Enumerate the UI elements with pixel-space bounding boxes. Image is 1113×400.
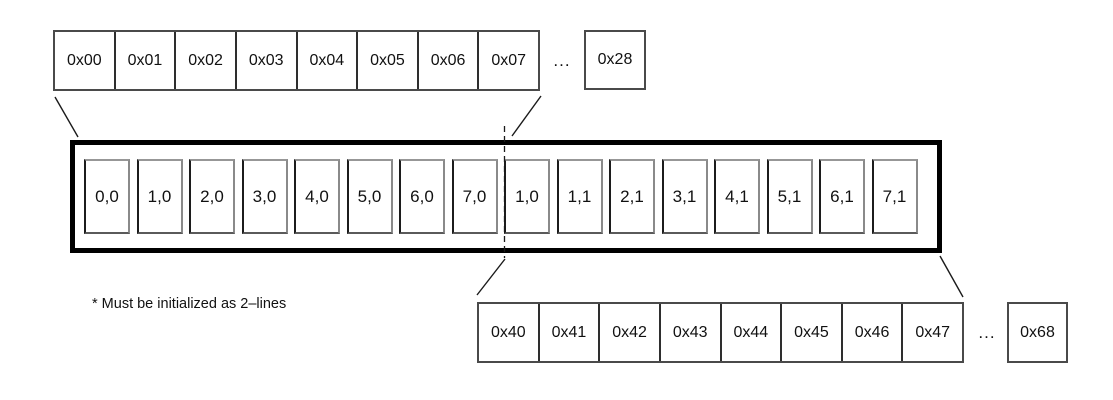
ddram-cell: 0,0 (84, 159, 130, 234)
address-cell: 0x41 (540, 304, 601, 361)
ddram-cell: 2,1 (609, 159, 655, 234)
init-note: * Must be initialized as 2–lines (92, 296, 287, 312)
ddram-cell: 1,0 (136, 159, 183, 234)
address-cell: 0x04 (298, 32, 359, 89)
ddram-cell: 5,1 (766, 159, 813, 234)
address-cell: 0x42 (600, 304, 661, 361)
ddram-cell: 4,1 (714, 159, 760, 234)
address-cell: 0x02 (176, 32, 237, 89)
ddram-cell: 1,1 (556, 159, 603, 234)
ddram-cell: 3,0 (241, 159, 288, 234)
ddram-cell: 3,1 (661, 159, 708, 234)
ddram-cell: 6,0 (399, 159, 445, 234)
address-row-bottom-ellipsis: ... (978, 323, 996, 342)
ddram-cell: 7,1 (871, 159, 918, 234)
ddram-cell: 7,0 (451, 159, 498, 234)
address-cell: 0x07 (491, 51, 527, 69)
address-row-top-ellipsis: ... (553, 51, 571, 70)
address-cell: 0x05 (358, 32, 419, 89)
address-cell-tail-top: 0x28 (584, 30, 646, 90)
connector-bottom-left (476, 258, 506, 296)
ddram-cell: 1,0 (504, 159, 550, 234)
address-cell: 0x44 (722, 304, 783, 361)
address-cell: 0x40 (479, 304, 540, 361)
address-cell-tail-bottom: 0x68 (1007, 302, 1068, 363)
address-cell: 0x46 (843, 304, 904, 361)
ddram-cell: 6,1 (819, 159, 865, 234)
address-cell: 0x00 (55, 32, 116, 89)
address-cell: 0x03 (237, 32, 298, 89)
address-cell: 0x06 (419, 32, 480, 89)
address-cell: 0x43 (661, 304, 722, 361)
address-cell: 0x47 (915, 323, 951, 341)
address-cell: 0x45 (782, 304, 843, 361)
connector-bottom-right (939, 255, 964, 298)
address-cell: 0x01 (116, 32, 177, 89)
ddram-cell: 5,0 (346, 159, 393, 234)
connector-top-right (511, 95, 542, 137)
ddram-cell: 4,0 (294, 159, 340, 234)
ddram-cell: 2,0 (189, 159, 235, 234)
connector-top-left (54, 96, 79, 138)
